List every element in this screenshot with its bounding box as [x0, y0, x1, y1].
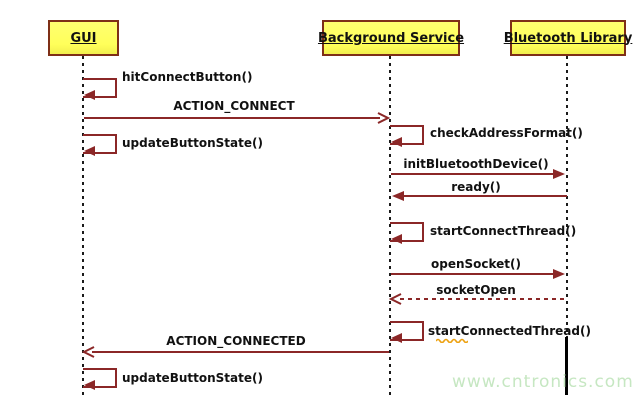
activation-bar [565, 337, 568, 395]
lifeline-background-service [389, 56, 391, 398]
filled-arrowhead-left-icon [391, 137, 402, 147]
message-line [391, 173, 555, 175]
self-message-loop [83, 134, 117, 154]
self-message-loop [390, 125, 424, 145]
message-label: initBluetoothDevice() [403, 157, 549, 171]
message-label: checkAddressFormat() [430, 126, 583, 140]
filled-arrowhead-left-icon [391, 333, 402, 343]
open-arrowhead-left-icon [389, 293, 402, 305]
message-line [391, 273, 555, 275]
participant-label-bluetooth-library: Bluetooth Library [503, 30, 633, 46]
message-label: ACTION_CONNECTED [166, 334, 306, 348]
participant-box-background-service: Background Service [318, 20, 464, 56]
open-arrowhead-right-icon [377, 112, 390, 124]
message-label: ready() [451, 180, 501, 194]
watermark-text: www.cntronics.com [452, 372, 634, 392]
message-line [92, 351, 389, 353]
filled-arrowhead-left-icon [84, 146, 95, 156]
filled-arrowhead-left-icon [84, 380, 95, 390]
message-line [84, 117, 380, 119]
message-label: updateButtonState() [122, 371, 263, 385]
filled-arrowhead-right-icon [553, 269, 565, 279]
participant-box-gui: GUI [48, 20, 119, 56]
message-line [395, 195, 567, 197]
message-label: ACTION_CONNECT [173, 99, 295, 113]
filled-arrowhead-left-icon [84, 90, 95, 100]
lifeline-gui [82, 56, 84, 398]
lifeline-bluetooth-library [566, 56, 568, 396]
message-line-dashed [400, 298, 567, 300]
self-message-loop [390, 321, 424, 341]
message-label: updateButtonState() [122, 136, 263, 150]
participant-label-gui: GUI [70, 30, 97, 46]
participant-label-background-service: Background Service [317, 30, 465, 46]
message-label: startConnectedThread() [428, 324, 591, 338]
spellcheck-squiggle-icon [436, 338, 468, 343]
self-message-loop [83, 368, 117, 388]
filled-arrowhead-left-icon [392, 191, 404, 201]
message-label: socketOpen [436, 283, 516, 297]
message-label: startConnectThread() [430, 224, 577, 238]
filled-arrowhead-right-icon [553, 169, 565, 179]
open-arrowhead-left-icon [82, 346, 95, 358]
self-message-loop [83, 78, 117, 98]
participant-box-bluetooth-library: Bluetooth Library [504, 20, 632, 56]
message-label: openSocket() [430, 257, 522, 271]
message-label: hitConnectButton() [122, 70, 253, 84]
filled-arrowhead-left-icon [391, 234, 402, 244]
self-message-loop [390, 222, 424, 242]
